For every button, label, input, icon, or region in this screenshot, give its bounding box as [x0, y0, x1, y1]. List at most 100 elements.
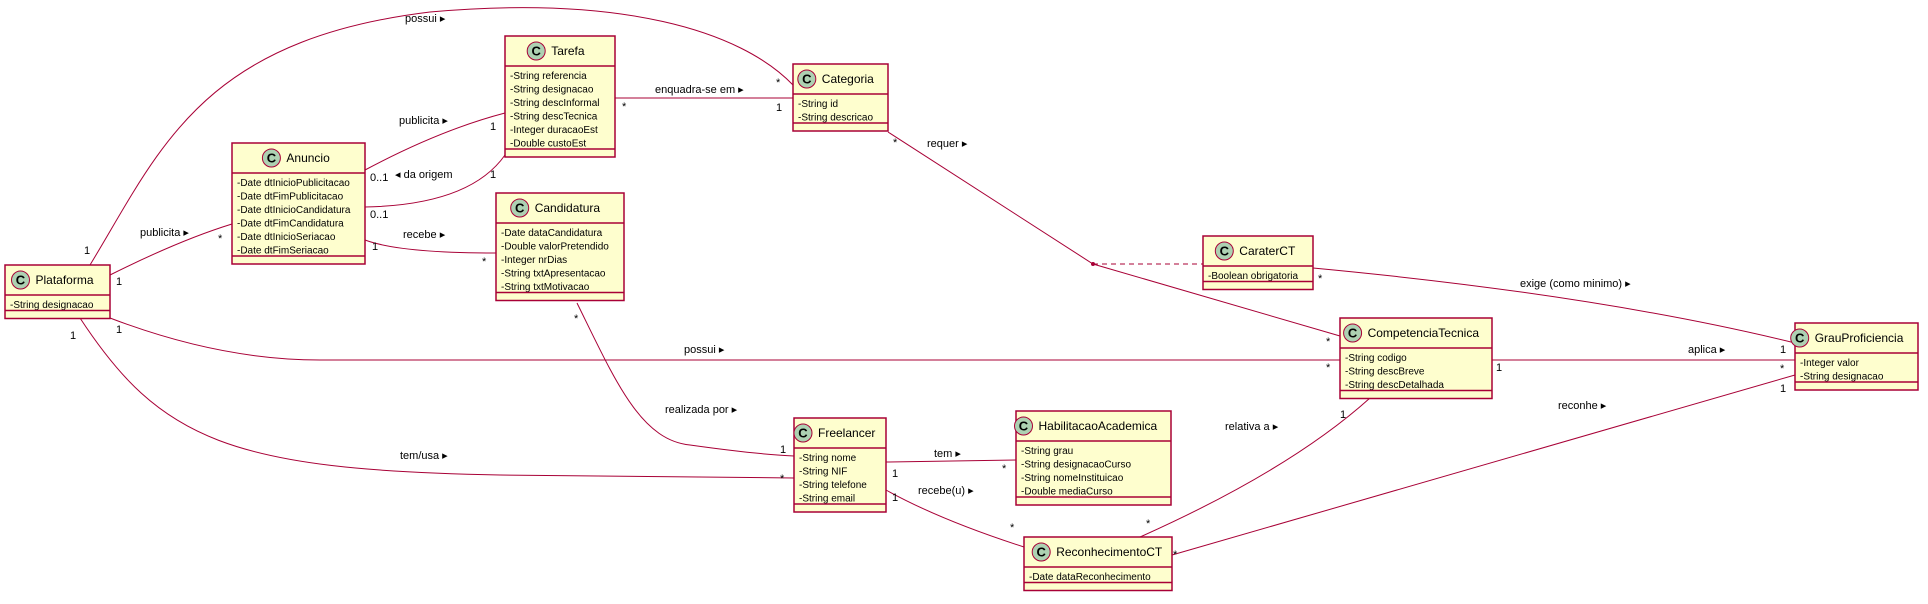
assoc-plataforma-competencia-possui: [109, 317, 1340, 361]
mult-label: *: [780, 473, 785, 485]
class-badge-letter: C: [1220, 244, 1230, 259]
assoc-candidatura-freelancer-realizada: [576, 302, 795, 457]
assoc-plataforma-categoria-possui: [89, 7, 794, 266]
mult-label: 1: [116, 276, 122, 288]
class-badge-letter: C: [16, 273, 26, 288]
associations: [79, 7, 1796, 556]
class-box: [231, 142, 366, 265]
label-recebe: recebe ▸: [403, 229, 446, 241]
class-attribute: -String descricao: [798, 113, 873, 124]
mult-label: 1: [1340, 409, 1346, 421]
assoc-anuncio-tarefa-origem: [364, 154, 506, 208]
class-badge-icon: [1031, 542, 1051, 562]
assoc-plataforma-anuncio-publicita: [109, 223, 233, 276]
label-reconhe: reconhe ▸: [1558, 400, 1607, 412]
class-attribute: -String descDetalhada: [1345, 380, 1444, 391]
class-attribute: -Boolean obrigatoria: [1208, 271, 1298, 282]
label-aplica: aplica ▸: [1688, 344, 1726, 356]
association-labels: possui ▸ publicita ▸ enquadra-se em ▸ ◂ …: [140, 13, 1726, 497]
class-badge-letter: C: [1019, 419, 1029, 434]
mult-label: 1: [70, 330, 76, 342]
label-tem-usa: tem/usa ▸: [400, 450, 448, 462]
assoc-anuncio-tarefa-publicita: [364, 112, 506, 171]
mult-label: *: [1002, 463, 1007, 475]
mult-label: 1: [776, 102, 782, 114]
class-attribute: -Integer duracaoEst: [510, 125, 598, 136]
mult-label: *: [776, 77, 781, 89]
mult-label: *: [574, 313, 579, 325]
mult-label: 1: [1780, 344, 1786, 356]
label-tem: tem ▸: [934, 448, 961, 460]
assoc-freelancer-habilitacao-tem: [885, 459, 1017, 463]
class-name: Freelancer: [818, 426, 875, 440]
class-attribute: -String designacaoCurso: [1021, 460, 1131, 471]
class-attribute: -Double custoEst: [510, 139, 586, 150]
class-attribute: -String descTecnica: [510, 112, 598, 123]
class-attribute: -String telefone: [799, 480, 867, 491]
class-caraterct: C CaraterCT -Boolean obrigatoria: [1202, 235, 1314, 291]
mult-label: *: [1326, 362, 1331, 374]
class-badge-letter: C: [532, 44, 542, 59]
class-name: CaraterCT: [1239, 244, 1296, 258]
class-attribute: -String NIF: [799, 467, 847, 478]
class-badge-icon: [1790, 328, 1810, 348]
class-attribute: -Integer valor: [1800, 358, 1860, 369]
class-name: Anuncio: [286, 151, 330, 165]
assoc-caraterct-grau-exige: [1312, 267, 1796, 344]
class-name: Candidatura: [535, 201, 601, 215]
class-attribute: -Integer nrDias: [501, 255, 567, 266]
class-badge-icon: [11, 270, 30, 290]
label-realizada: realizada por ▸: [665, 404, 738, 416]
class-name: Plataforma: [36, 273, 94, 287]
mult-label: 1: [892, 468, 898, 480]
label-da-origem: ◂ da origem: [395, 169, 453, 181]
class-badge-icon: [1014, 416, 1033, 436]
mult-label: 0..1: [370, 172, 388, 184]
class-box: [1015, 410, 1172, 506]
assoc-plataforma-freelancer-temusa: [79, 317, 795, 479]
class-attribute: -String txtMotivacao: [501, 282, 590, 293]
class-badge-letter: C: [1037, 545, 1047, 560]
class-box: [1023, 536, 1173, 592]
class-badge-letter: C: [802, 72, 812, 87]
class-badge-letter: C: [515, 201, 525, 216]
class-badge-icon: [793, 423, 813, 443]
class-name: CompetenciaTecnica: [1368, 326, 1480, 340]
class-attribute: -Date dtInicioSeriacao: [237, 232, 336, 243]
class-attribute: -String nomeInstituicao: [1021, 473, 1124, 484]
label-requer: requer ▸: [927, 138, 968, 150]
label-recebe-u: recebe(u) ▸: [918, 485, 974, 497]
label-exige: exige (como minimo) ▸: [1520, 278, 1631, 290]
mult-label: *: [1318, 273, 1323, 285]
class-badge-icon: [526, 41, 546, 61]
label-publicita-anuncio: publicita ▸: [140, 227, 189, 239]
class-box: [504, 35, 616, 158]
class-name: Tarefa: [551, 44, 585, 58]
class-attribute: -String descBreve: [1345, 367, 1425, 378]
class-badge-icon: [261, 148, 281, 168]
mult-label: 1: [490, 169, 496, 181]
class-box: [1339, 317, 1493, 400]
class-attribute: -Double valorPretendido: [501, 242, 609, 253]
class-attribute: -String email: [799, 494, 855, 505]
class-attribute: -String nome: [799, 453, 857, 464]
class-attribute: -String referencia: [510, 71, 587, 82]
mult-label: 1: [892, 492, 898, 504]
class-attribute: -String designacao: [1800, 372, 1884, 383]
mult-label: *: [1146, 518, 1151, 530]
multiplicities: 1 * 0..1 1 * 1 0..1 1 1 * 1 * * * 1 * 1 …: [70, 77, 1786, 561]
label-relativa: relativa a ▸: [1225, 421, 1279, 433]
class-attribute: -Date dtFimSeriacao: [237, 246, 329, 257]
class-attribute: -String txtApresentacao: [501, 269, 606, 280]
label-publicita-tarefa: publicita ▸: [399, 115, 448, 127]
class-badge-icon: [510, 198, 530, 218]
mult-label: 1: [490, 121, 496, 133]
class-name: Categoria: [822, 72, 874, 86]
class-box: [1794, 322, 1919, 391]
class-badge-letter: C: [1795, 331, 1805, 346]
